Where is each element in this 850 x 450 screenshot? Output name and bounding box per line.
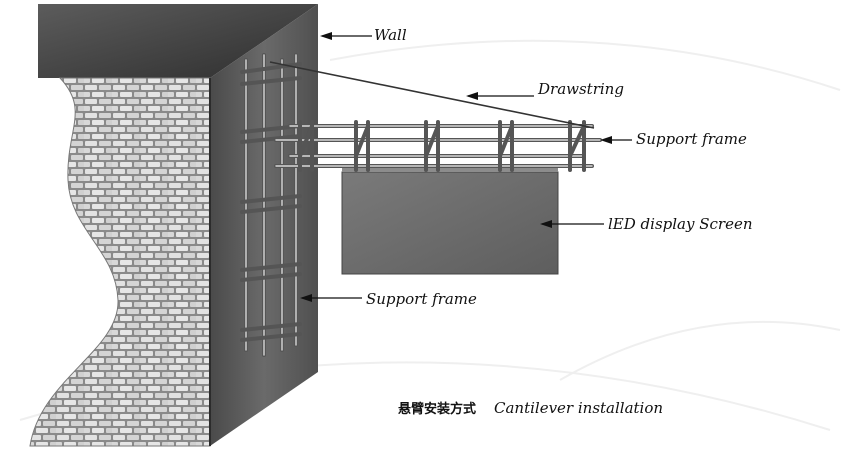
wall [29, 4, 318, 447]
horizontal-support-frame [274, 120, 602, 172]
caption-english: Cantilever installation [494, 399, 663, 417]
vertical-support-frame [240, 53, 302, 357]
label-support-frame-top: Support frame [636, 130, 747, 148]
led-display-screen [341, 165, 559, 275]
caption-chinese: 悬臂安装方式 [398, 401, 476, 417]
annotation-arrows [300, 32, 632, 302]
label-led-display-screen: lED display Screen [608, 215, 753, 233]
label-wall: Wall [374, 26, 407, 44]
label-drawstring: Drawstring [537, 80, 624, 98]
wall-top [38, 4, 318, 78]
wall-brick-surface [29, 77, 211, 447]
drawstring-cable [269, 61, 595, 129]
label-support-frame-side: Support frame [366, 290, 477, 308]
